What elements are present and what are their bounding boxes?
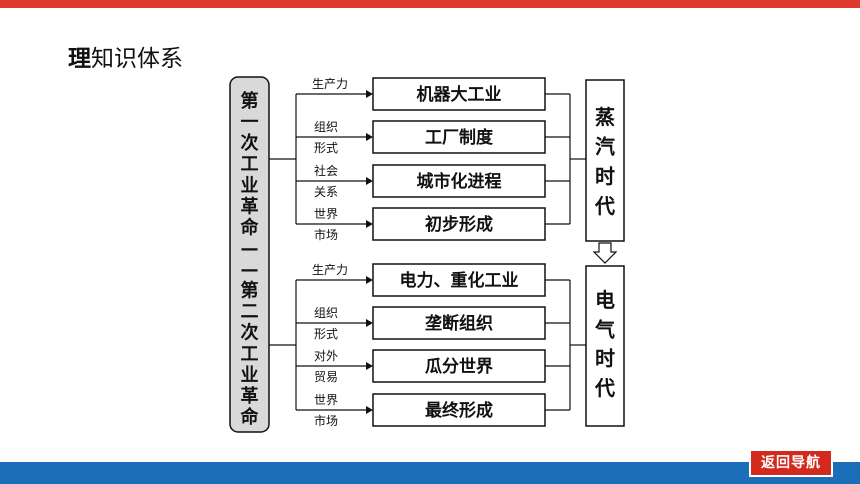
branch-label: 世界 — [314, 393, 338, 407]
branch-label: 对外 — [314, 349, 338, 363]
branch-label: 形式 — [314, 327, 338, 341]
revolution-label-char: 二 — [241, 302, 259, 323]
second-item-text: 最终形成 — [425, 400, 493, 421]
first-item-box — [372, 207, 546, 241]
revolution-label-char: 次 — [241, 322, 259, 344]
arrow-right-icon — [366, 406, 373, 414]
era-label-char: 气 — [594, 317, 615, 341]
era-label-char: 时 — [595, 347, 615, 371]
second-item-text: 电力、重化工业 — [400, 270, 519, 291]
revolution-label-char: 第 — [241, 90, 259, 112]
first-item-box — [372, 120, 546, 154]
arrow-right-icon — [366, 276, 373, 284]
arrow-right-icon — [366, 177, 373, 185]
first-item-text: 机器大工业 — [417, 84, 502, 105]
section-title: 理知识体系 — [68, 44, 183, 74]
section-title-bold: 理 — [68, 46, 91, 72]
connector-lines — [269, 94, 586, 410]
branch-label: 关系 — [314, 185, 338, 199]
first-item-box — [372, 77, 546, 111]
revolution-label-char: 命 — [241, 406, 260, 428]
era-label-char: 代 — [594, 194, 615, 218]
branch-label: 市场 — [314, 413, 338, 428]
branch-label: 市场 — [314, 227, 338, 242]
return-navigation-button[interactable]: 返回导航 — [749, 449, 833, 477]
revolution-label-char: 革 — [241, 195, 259, 217]
bottom-accent-bar — [0, 462, 860, 484]
branch-label: 世界 — [314, 207, 338, 221]
era-label-char: 蒸 — [595, 105, 615, 129]
branch-label: 社会 — [314, 163, 338, 178]
revolution-label-char: — — [241, 260, 259, 281]
electric-era-box — [585, 265, 625, 427]
arrow-right-icon — [366, 90, 373, 98]
first-item-text: 初步形成 — [425, 214, 493, 235]
second-item-text: 垄断组织 — [425, 313, 493, 334]
era-label-char: 电 — [595, 288, 615, 312]
era-label-char: 时 — [595, 164, 615, 188]
revolution-label-char: 命 — [241, 216, 260, 238]
revolution-label-char: 革 — [241, 385, 259, 407]
revolution-label-char: — — [241, 238, 259, 259]
revolution-label-char: 业 — [241, 365, 259, 386]
arrow-right-icon — [366, 362, 373, 370]
revolution-label-char: 工 — [241, 154, 259, 175]
first-item-text: 工厂制度 — [425, 127, 494, 148]
branch-label: 形式 — [314, 141, 338, 155]
revolution-label-char: 工 — [241, 344, 259, 365]
top-accent-bar — [0, 0, 860, 8]
first-item-box — [372, 164, 546, 198]
revolution-label-char: 第 — [241, 280, 259, 302]
revolution-box — [229, 76, 270, 433]
era-label-char: 代 — [594, 376, 615, 400]
branch-label: 组织 — [314, 306, 338, 320]
revolution-label-char: 一 — [241, 112, 259, 133]
arrow-right-icon — [366, 319, 373, 327]
arrow-down-icon — [592, 242, 618, 264]
second-item-text: 瓜分世界 — [425, 357, 493, 377]
branch-label: 组织 — [314, 120, 338, 134]
branch-label: 贸易 — [314, 370, 338, 384]
era-label-char: 汽 — [595, 135, 615, 159]
revolution-label-char: 次 — [241, 132, 259, 154]
branch-label: 生产力 — [312, 77, 348, 91]
second-item-box — [372, 349, 546, 383]
steam-era-box — [585, 79, 625, 242]
branch-label: 生产力 — [312, 263, 348, 277]
revolution-label-char: 业 — [241, 175, 259, 196]
first-item-text: 城市化进程 — [417, 171, 502, 192]
arrow-right-icon — [366, 220, 373, 228]
arrow-right-icon — [366, 133, 373, 141]
section-title-rest: 知识体系 — [91, 46, 183, 72]
